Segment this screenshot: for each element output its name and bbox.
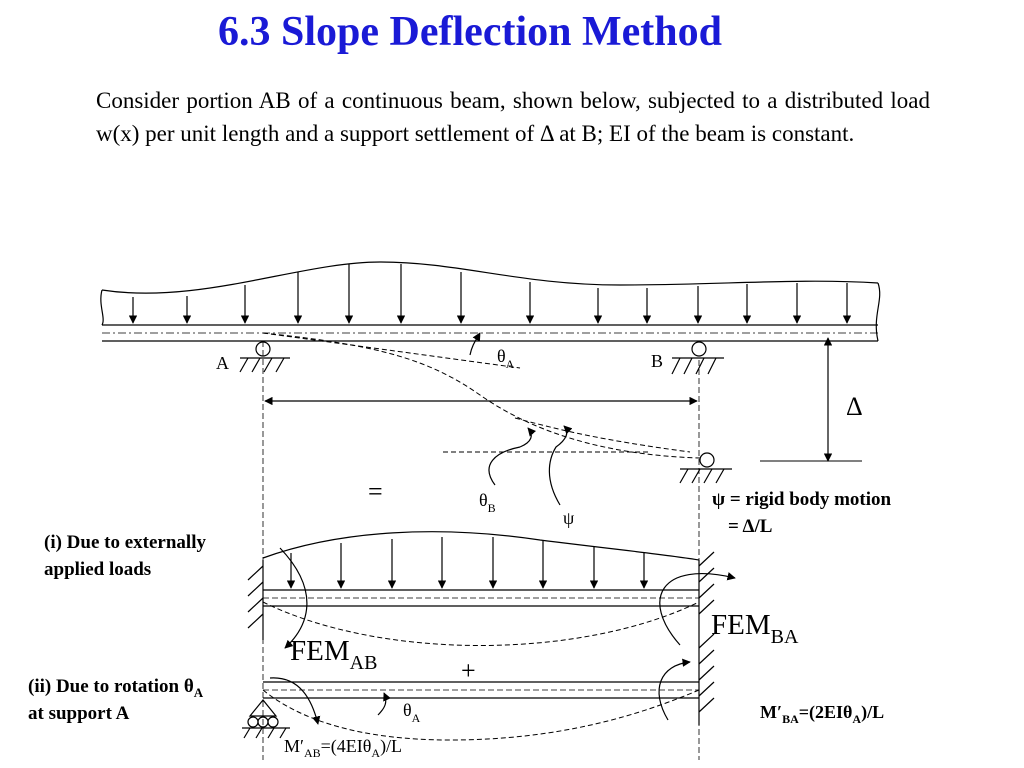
intro-paragraph: Consider portion AB of a continuous beam… bbox=[96, 88, 930, 146]
plus-sign: + bbox=[461, 656, 476, 685]
support-b-settled bbox=[679, 452, 732, 484]
psi-label: ψ bbox=[563, 508, 575, 528]
m-ab-arrow bbox=[269, 677, 321, 725]
fem-ba-label: FEMBA bbox=[711, 609, 799, 648]
support-b bbox=[671, 341, 724, 375]
fem-ab-arrow bbox=[279, 547, 308, 649]
theta-a-arrow bbox=[469, 332, 481, 356]
fem-ab-label: FEMAB bbox=[290, 635, 377, 674]
theta-b-leader bbox=[488, 446, 521, 486]
psi-definition-line2: = Δ/L bbox=[728, 516, 772, 537]
case2-label-line2: at support A bbox=[28, 703, 130, 724]
theta-a-label: θA bbox=[497, 346, 515, 371]
distributed-load bbox=[101, 261, 879, 324]
theta-b-arrow bbox=[519, 427, 537, 448]
deflected-shape bbox=[262, 332, 701, 459]
case1-label-line2: applied loads bbox=[44, 559, 151, 580]
psi-definition-line1: ψ = rigid body motion bbox=[712, 489, 892, 510]
m-prime-ba-formula: M′BA=(2EIθA)/L bbox=[760, 702, 884, 726]
m-ba-arrow bbox=[658, 658, 691, 721]
psi-arrow bbox=[548, 425, 573, 506]
case2-beam bbox=[262, 681, 700, 741]
main-beam bbox=[100, 282, 881, 342]
case2-roller-support bbox=[242, 699, 290, 739]
case1-beam bbox=[262, 531, 700, 646]
equals-sign: = bbox=[368, 477, 383, 506]
label-b: B bbox=[651, 351, 663, 371]
support-a bbox=[239, 341, 290, 373]
label-a: A bbox=[216, 353, 229, 373]
fem-ba-arrow bbox=[659, 572, 736, 646]
case2-fixed-end-b bbox=[698, 633, 715, 725]
m-prime-ab-formula: M′AB=(4EIθA)/L bbox=[284, 736, 402, 760]
theta-a-rotation-arrow bbox=[377, 692, 391, 716]
case2-label-line1: (ii) Due to rotation θA bbox=[28, 676, 204, 700]
theta-b-label: θB bbox=[479, 490, 496, 515]
case1-label-line1: (i) Due to externally bbox=[44, 532, 206, 553]
delta-label: Δ bbox=[846, 392, 863, 421]
case2-theta-a-label: θA bbox=[403, 700, 421, 725]
case1-fixed-end-a bbox=[247, 560, 264, 640]
slide-title: 6.3 Slope Deflection Method bbox=[218, 9, 722, 55]
